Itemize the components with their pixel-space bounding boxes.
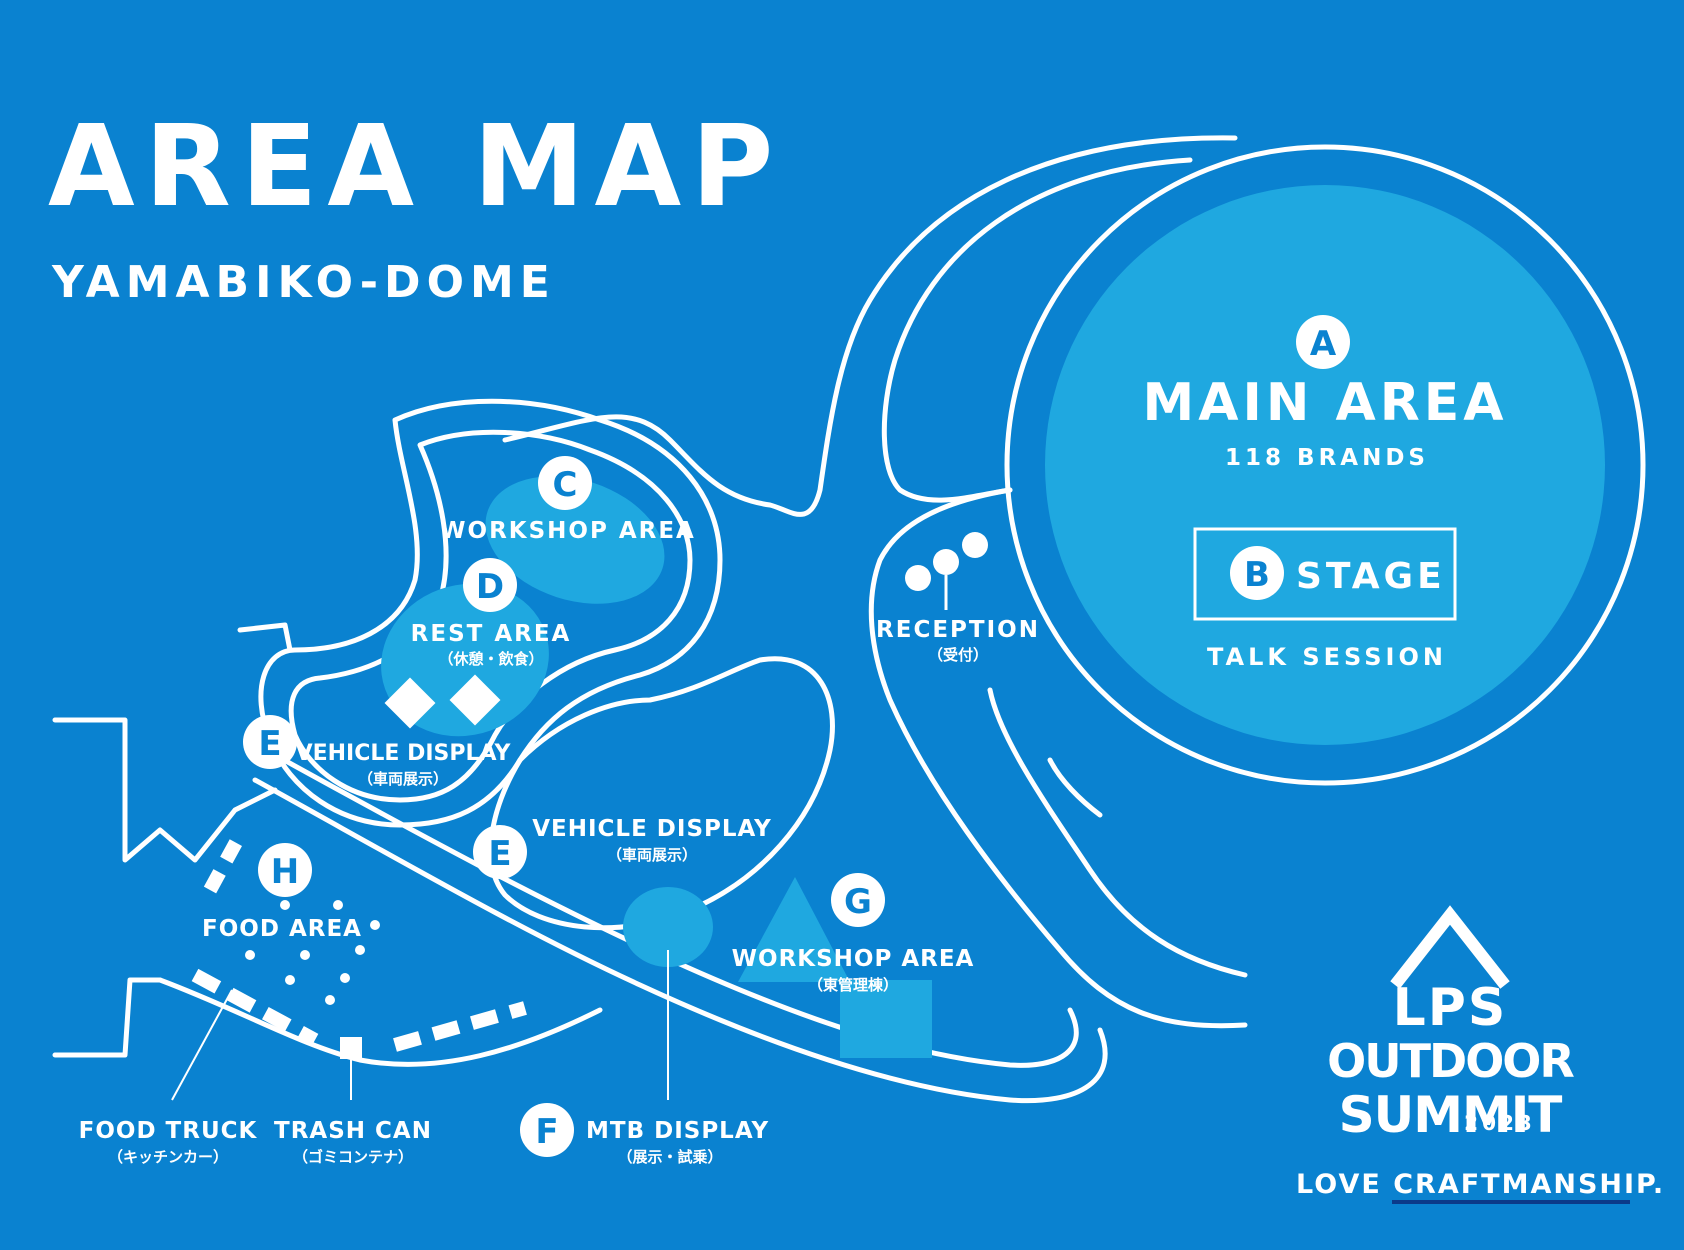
road-east-3 <box>1047 757 1103 818</box>
svg-text:C: C <box>553 465 578 505</box>
marker-h[interactable]: H <box>258 843 312 897</box>
svg-text:E: E <box>488 834 511 874</box>
workshop-g-label: WORKSHOP AREA <box>732 946 975 972</box>
marker-a[interactable]: A <box>1296 315 1350 369</box>
trash-can-label: TRASH CAN <box>274 1118 432 1144</box>
food-area-boundary-top <box>52 717 278 863</box>
marker-e-1[interactable]: E <box>243 715 297 769</box>
road-west-loop-outer <box>258 398 723 828</box>
marker-c[interactable]: C <box>538 456 592 510</box>
road-diagonal-outer <box>252 777 1108 1104</box>
workshop-c-label: WORKSHOP AREA <box>440 518 696 544</box>
vehicle-display-2-sub: （車両展示） <box>607 846 697 864</box>
reception-icon <box>905 532 988 610</box>
food-truck-row-1 <box>191 968 319 1047</box>
workshop-g-triangle[interactable] <box>738 877 850 982</box>
workshop-c-zone[interactable] <box>469 455 681 626</box>
marker-g[interactable]: G <box>831 873 885 927</box>
food-area-dashes <box>203 831 247 894</box>
food-truck-callout <box>171 989 233 1101</box>
map-title: AREA MAP <box>48 102 783 232</box>
road-north-1 <box>502 135 1238 517</box>
main-area-zone[interactable] <box>1045 185 1605 745</box>
workshop-g-sub: （東管理棟） <box>808 976 898 994</box>
logo-tagline-2: CRAFTMANSHIP. <box>1393 1169 1665 1200</box>
reception-sub: （受付） <box>928 646 988 664</box>
food-area-boundary-bottom <box>52 977 163 1058</box>
food-truck-sub: （キッチンカー） <box>108 1148 228 1166</box>
road-west-stub <box>237 622 293 653</box>
workshop-g-square[interactable] <box>840 980 932 1058</box>
marker-e-2[interactable]: E <box>473 825 527 879</box>
main-area-label: MAIN AREA <box>1142 373 1507 433</box>
rest-area-table-2 <box>449 674 501 726</box>
food-truck-row-2 <box>393 1001 527 1052</box>
vehicle-display-1-sub: （車両展示） <box>358 770 448 788</box>
svg-text:E: E <box>258 724 281 764</box>
mtb-display-sub: （展示・試乗） <box>617 1148 722 1166</box>
mtb-display-label: MTB DISPLAY <box>586 1118 769 1144</box>
logo-mountain-icon <box>1390 905 1510 989</box>
mtb-zone[interactable] <box>623 887 713 967</box>
logo-line-2: OUTDOOR <box>1327 1034 1574 1088</box>
trash-can-sub: （ゴミコンテナ） <box>293 1148 413 1166</box>
logo-line-1: LPS <box>1393 978 1508 1038</box>
marker-b[interactable]: B <box>1230 546 1284 600</box>
svg-text:F: F <box>535 1112 558 1152</box>
vehicle-display-2-label: VEHICLE DISPLAY <box>532 816 772 842</box>
svg-text:D: D <box>476 567 504 607</box>
svg-text:A: A <box>1310 324 1337 364</box>
main-dome <box>1004 144 1646 786</box>
food-truck-label: FOOD TRUCK <box>79 1118 258 1144</box>
marker-f[interactable]: F <box>520 1103 574 1157</box>
road-diagonal-inner <box>272 752 1079 1068</box>
stage-label: STAGE <box>1296 556 1446 597</box>
talk-session-label: TALK SESSION <box>1207 643 1447 671</box>
lps-outdoor-summit-logo: LPS OUTDOOR SUMMIT 2023 LOVE CRAFTMANSHI… <box>1296 905 1665 1204</box>
main-area-brands: 118 BRANDS <box>1225 445 1429 471</box>
road-east-2 <box>987 687 1248 978</box>
svg-text:G: G <box>844 882 872 922</box>
vehicle-display-1-label: VEHICLE DISPLAY <box>296 741 512 766</box>
trash-can-icon <box>340 1037 362 1059</box>
road-east-1 <box>868 487 1248 1029</box>
marker-d[interactable]: D <box>463 558 517 612</box>
venue-name: YAMABIKO-DOME <box>51 257 556 308</box>
logo-line-3: SUMMIT <box>1339 1086 1563 1144</box>
stage-box[interactable] <box>1193 527 1457 621</box>
roads <box>52 135 1248 1104</box>
svg-text:H: H <box>271 852 299 892</box>
food-area-label: FOOD AREA <box>202 916 362 942</box>
logo-year: 2023 <box>1464 1111 1536 1135</box>
logo-tagline-1: LOVE CRAFTMANSHIP. <box>1296 1169 1665 1200</box>
svg-text:B: B <box>1244 555 1270 595</box>
road-middle-loop <box>488 656 835 931</box>
rest-area-label: REST AREA <box>411 621 572 647</box>
rest-area-table-1 <box>384 677 436 729</box>
reception-label: RECEPTION <box>876 617 1040 643</box>
road-southwest <box>157 977 603 1067</box>
rest-area-sub: （休憩・飲食） <box>438 650 543 668</box>
road-north-2 <box>881 157 1193 503</box>
food-area-icons <box>171 831 669 1101</box>
